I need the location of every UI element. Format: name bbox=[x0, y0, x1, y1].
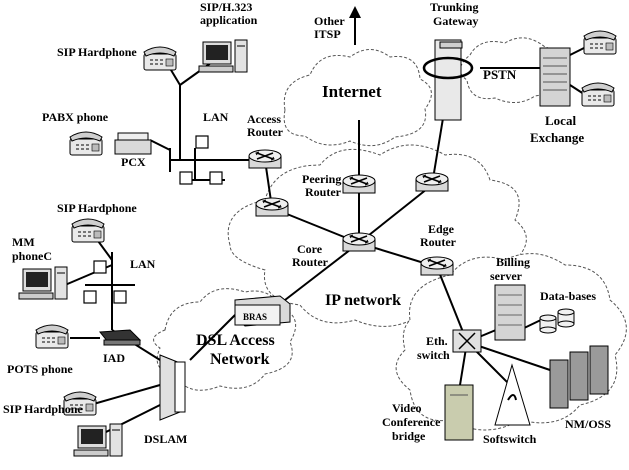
server-icon bbox=[549, 345, 609, 409]
billing-server-label-1: Billing bbox=[496, 255, 530, 269]
local-exchange-label-2: Exchange bbox=[530, 130, 584, 145]
iad-label: IAD bbox=[103, 351, 125, 365]
phone-icon bbox=[143, 46, 177, 71]
pabx-phone-label: PABX phone bbox=[42, 110, 109, 124]
softswitch-icon bbox=[494, 363, 531, 426]
dslam-label: DSLAM bbox=[144, 432, 187, 446]
pstn-label: PSTN bbox=[483, 67, 517, 82]
pots-phone-label: POTS phone bbox=[7, 362, 73, 376]
peering-router-icon bbox=[342, 174, 376, 194]
internet-cloud bbox=[283, 49, 432, 147]
database-icon bbox=[539, 308, 575, 334]
computer-icon bbox=[198, 39, 248, 73]
phone-icon bbox=[71, 218, 105, 243]
lan-mid bbox=[83, 260, 135, 304]
lan-mid-label: LAN bbox=[130, 257, 156, 271]
mm-phone-label-1: MM bbox=[12, 235, 35, 249]
access-router-label-1: Access bbox=[247, 112, 281, 126]
other-itsp-label-2: ITSP bbox=[314, 27, 341, 41]
peering-router-label-2: Router bbox=[305, 185, 342, 199]
nm-oss-label: NM/OSS bbox=[565, 417, 611, 431]
eth-switch-label-1: Eth. bbox=[426, 334, 448, 348]
server-icon bbox=[539, 47, 571, 107]
core-router-label-2: Router bbox=[292, 255, 329, 269]
edge-router-label-2: Router bbox=[420, 235, 457, 249]
softswitch-label: Softswitch bbox=[483, 432, 537, 446]
dslam-icon bbox=[159, 354, 186, 421]
bras-label: BRAS bbox=[243, 312, 267, 322]
edge-router-icon bbox=[420, 256, 454, 276]
phone-icon bbox=[35, 324, 69, 349]
labels: SIP/H.323 application SIP Hardphone Othe… bbox=[3, 0, 611, 446]
core-router-icon bbox=[342, 232, 376, 252]
peering-router-label-1: Peering bbox=[302, 172, 341, 186]
iad-icon bbox=[99, 329, 142, 346]
video-conference-label-1: Video bbox=[392, 401, 422, 415]
internet-label: Internet bbox=[322, 82, 382, 101]
pcx-icon bbox=[114, 132, 152, 155]
eth-switch-icon bbox=[452, 329, 482, 353]
sip-h323-app-label-1: SIP/H.323 bbox=[200, 0, 252, 14]
lan-top bbox=[179, 135, 225, 185]
bras-icon bbox=[234, 295, 291, 327]
sip-hardphone-top-label: SIP Hardphone bbox=[57, 45, 137, 59]
edge-router-label-1: Edge bbox=[428, 222, 455, 236]
server-icon bbox=[494, 284, 526, 341]
phone-icon bbox=[583, 30, 617, 55]
billing-server-label-2: server bbox=[490, 269, 523, 283]
sip-hardphone-mid-label: SIP Hardphone bbox=[57, 201, 137, 215]
mm-phone-label-2: phoneC bbox=[12, 249, 52, 263]
other-itsp-label-1: Other bbox=[314, 14, 345, 28]
eth-switch-label-2: switch bbox=[417, 348, 450, 362]
local-exchange-label-1: Local bbox=[545, 113, 576, 128]
video-conference-label-3: bridge bbox=[392, 429, 426, 443]
dsl-access-label-2: Network bbox=[210, 351, 270, 368]
trunking-gateway-icon bbox=[422, 39, 474, 121]
video-conference-icon bbox=[444, 384, 474, 441]
trunking-gateway-label-2: Gateway bbox=[433, 14, 478, 28]
sip-hardphone-bottom-label: SIP Hardphone bbox=[3, 402, 83, 416]
pcx-label: PCX bbox=[121, 155, 146, 169]
sip-h323-app-label-2: application bbox=[200, 13, 258, 27]
router-icon bbox=[415, 172, 449, 192]
video-conference-label-2: Conference bbox=[382, 415, 441, 429]
computer-icon bbox=[73, 423, 123, 457]
computer-icon bbox=[18, 266, 68, 300]
core-router-label-1: Core bbox=[297, 242, 323, 256]
dsl-access-label-1: DSL Access bbox=[196, 332, 275, 349]
data-bases-label: Data-bases bbox=[540, 289, 596, 303]
lan-top-label: LAN bbox=[203, 110, 229, 124]
access-router-label-2: Router bbox=[247, 125, 284, 139]
ip-network-label: IP network bbox=[325, 292, 401, 309]
router-icon bbox=[255, 197, 289, 217]
trunking-gateway-label-1: Trunking bbox=[430, 0, 478, 14]
phone-icon bbox=[69, 131, 103, 156]
access-router-icon bbox=[248, 149, 282, 169]
phone-icon bbox=[581, 82, 615, 107]
